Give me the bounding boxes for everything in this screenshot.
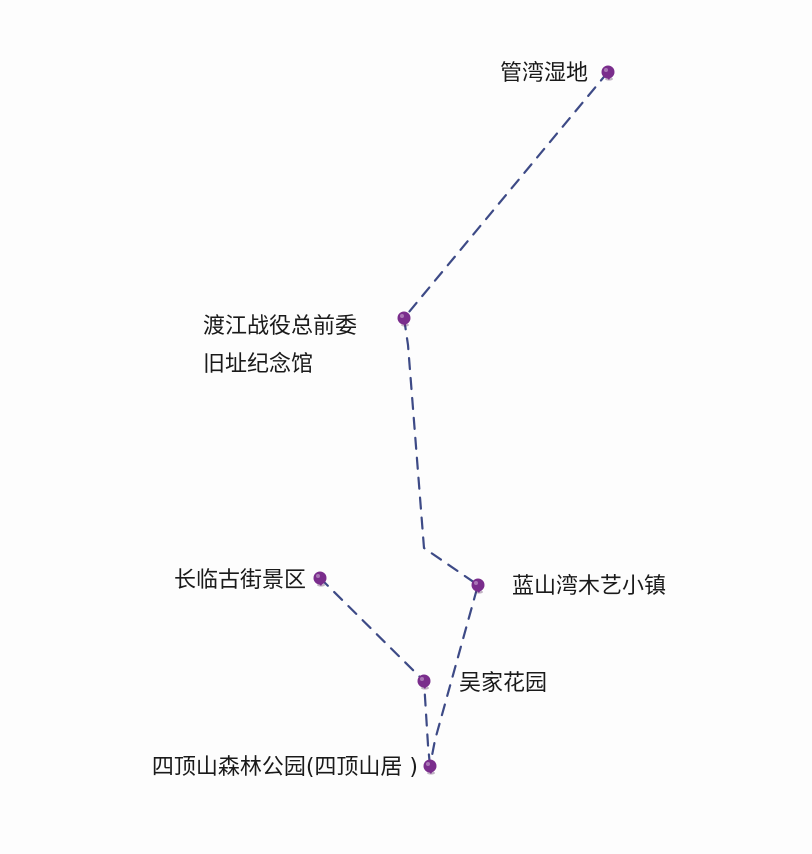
place-label-dujiang: 渡江战役总前委旧址纪念馆 [203, 314, 357, 377]
place-label-wujia: 吴家花园 [459, 671, 547, 696]
place-label-line: 四顶山森林公园(四顶山居 ) [152, 755, 418, 780]
place-pin-dujiang[interactable] [397, 311, 411, 327]
place-label-line: 渡江战役总前委 [203, 314, 357, 339]
place-label-line: 吴家花园 [459, 671, 547, 696]
place-label-line: 蓝山湾木艺小镇 [512, 574, 666, 599]
place-pin-lanshanwan[interactable] [471, 578, 485, 594]
place-pin-changlin[interactable] [313, 571, 327, 587]
place-label-line: 管湾湿地 [500, 61, 588, 86]
place-pin-sidingshan[interactable] [423, 759, 437, 775]
pins-layer [313, 65, 615, 775]
place-pin-guanwan[interactable] [601, 65, 615, 81]
place-label-changlin: 长临古街景区 [174, 568, 306, 593]
place-label-guanwan: 管湾湿地 [500, 61, 588, 86]
route-line-1 [402, 70, 610, 768]
routes-layer [318, 70, 610, 768]
route-line-2 [318, 576, 432, 768]
place-label-line: 旧址纪念馆 [203, 352, 313, 377]
place-label-lanshanwan: 蓝山湾木艺小镇 [512, 574, 666, 599]
place-label-line: 长临古街景区 [174, 568, 306, 593]
place-label-sidingshan: 四顶山森林公园(四顶山居 ) [152, 755, 418, 780]
place-pin-wujia[interactable] [417, 674, 431, 690]
